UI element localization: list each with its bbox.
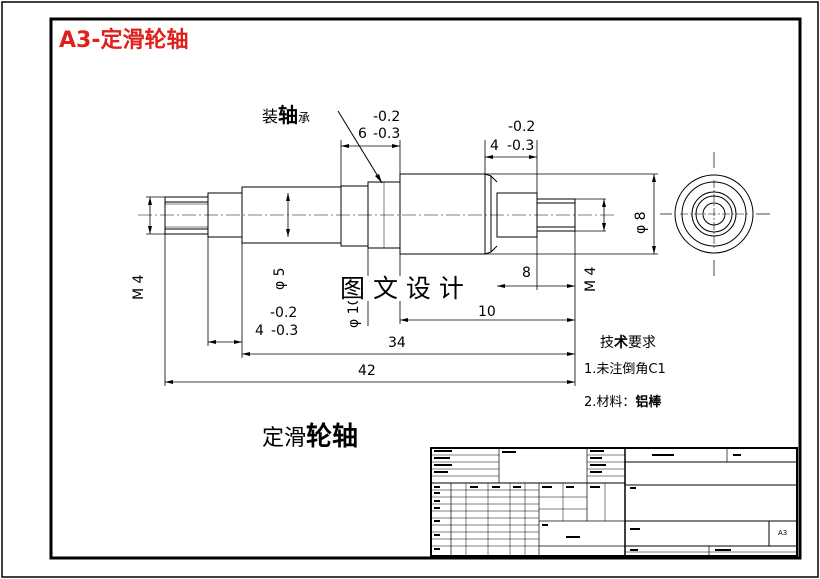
m4-right-label: M 4 [583, 266, 599, 292]
title-block [430, 447, 798, 557]
watermark-text: 图 文 设 计 [338, 274, 466, 303]
tech-req-line2-bold: 铝棒 [635, 395, 662, 410]
bearing-callout: 装轴承 [262, 105, 310, 125]
callout-prefix: 装 [262, 107, 279, 126]
part-name-prefix: 定滑 [262, 426, 307, 451]
end-view [660, 152, 770, 276]
tol1-lower: -0.3 [373, 126, 401, 142]
callout-suffix: 承 [298, 111, 311, 125]
shaft-outline [164, 173, 576, 255]
len8-label: 8 [522, 265, 531, 281]
len42-label: 42 [358, 363, 376, 379]
m4-left-label: M 4 [131, 274, 147, 300]
tol2-value: 4 [490, 138, 499, 154]
callout-leader [337, 110, 383, 184]
dia8-label: φ 8 [633, 211, 649, 234]
callout-bold: 轴 [278, 103, 299, 127]
tol2-upper: -0.2 [508, 119, 536, 135]
tol3-upper: -0.2 [270, 305, 298, 321]
len10-label: 10 [478, 304, 496, 320]
sheet-title: A3-定滑轮轴 [59, 28, 189, 53]
tol1-upper: -0.2 [373, 109, 401, 125]
inner-frame [49, 17, 802, 560]
tol3-value: 4 [255, 323, 264, 339]
title-block-sheet-size: A3 [778, 529, 788, 537]
part-name-bold: 轮轴 [306, 422, 359, 452]
dia5-label: φ 5 [272, 267, 288, 290]
tech-req-line2-prefix: 2.材料： [584, 395, 636, 410]
callout-arrow [375, 174, 382, 183]
tol1-value: 6 [358, 126, 367, 142]
tech-req-line2: 2.材料：铝棒 [584, 396, 661, 409]
tol2-lower: -0.3 [507, 138, 535, 154]
title-block-fine-print [434, 450, 741, 551]
part-name: 定滑轮轴 [262, 424, 358, 450]
tech-req-title: 技术要求 [600, 336, 656, 350]
tech-req-line1: 1.未注倒角C1 [584, 362, 666, 377]
dimension-arrows [148, 144, 656, 384]
tol3-lower: -0.3 [271, 323, 299, 339]
tech-req-title-bold: 术 [614, 335, 628, 351]
tech-req-title-prefix: 技 [600, 335, 614, 351]
tech-req-title-suffix: 要求 [628, 335, 656, 351]
len34-label: 34 [388, 335, 406, 351]
